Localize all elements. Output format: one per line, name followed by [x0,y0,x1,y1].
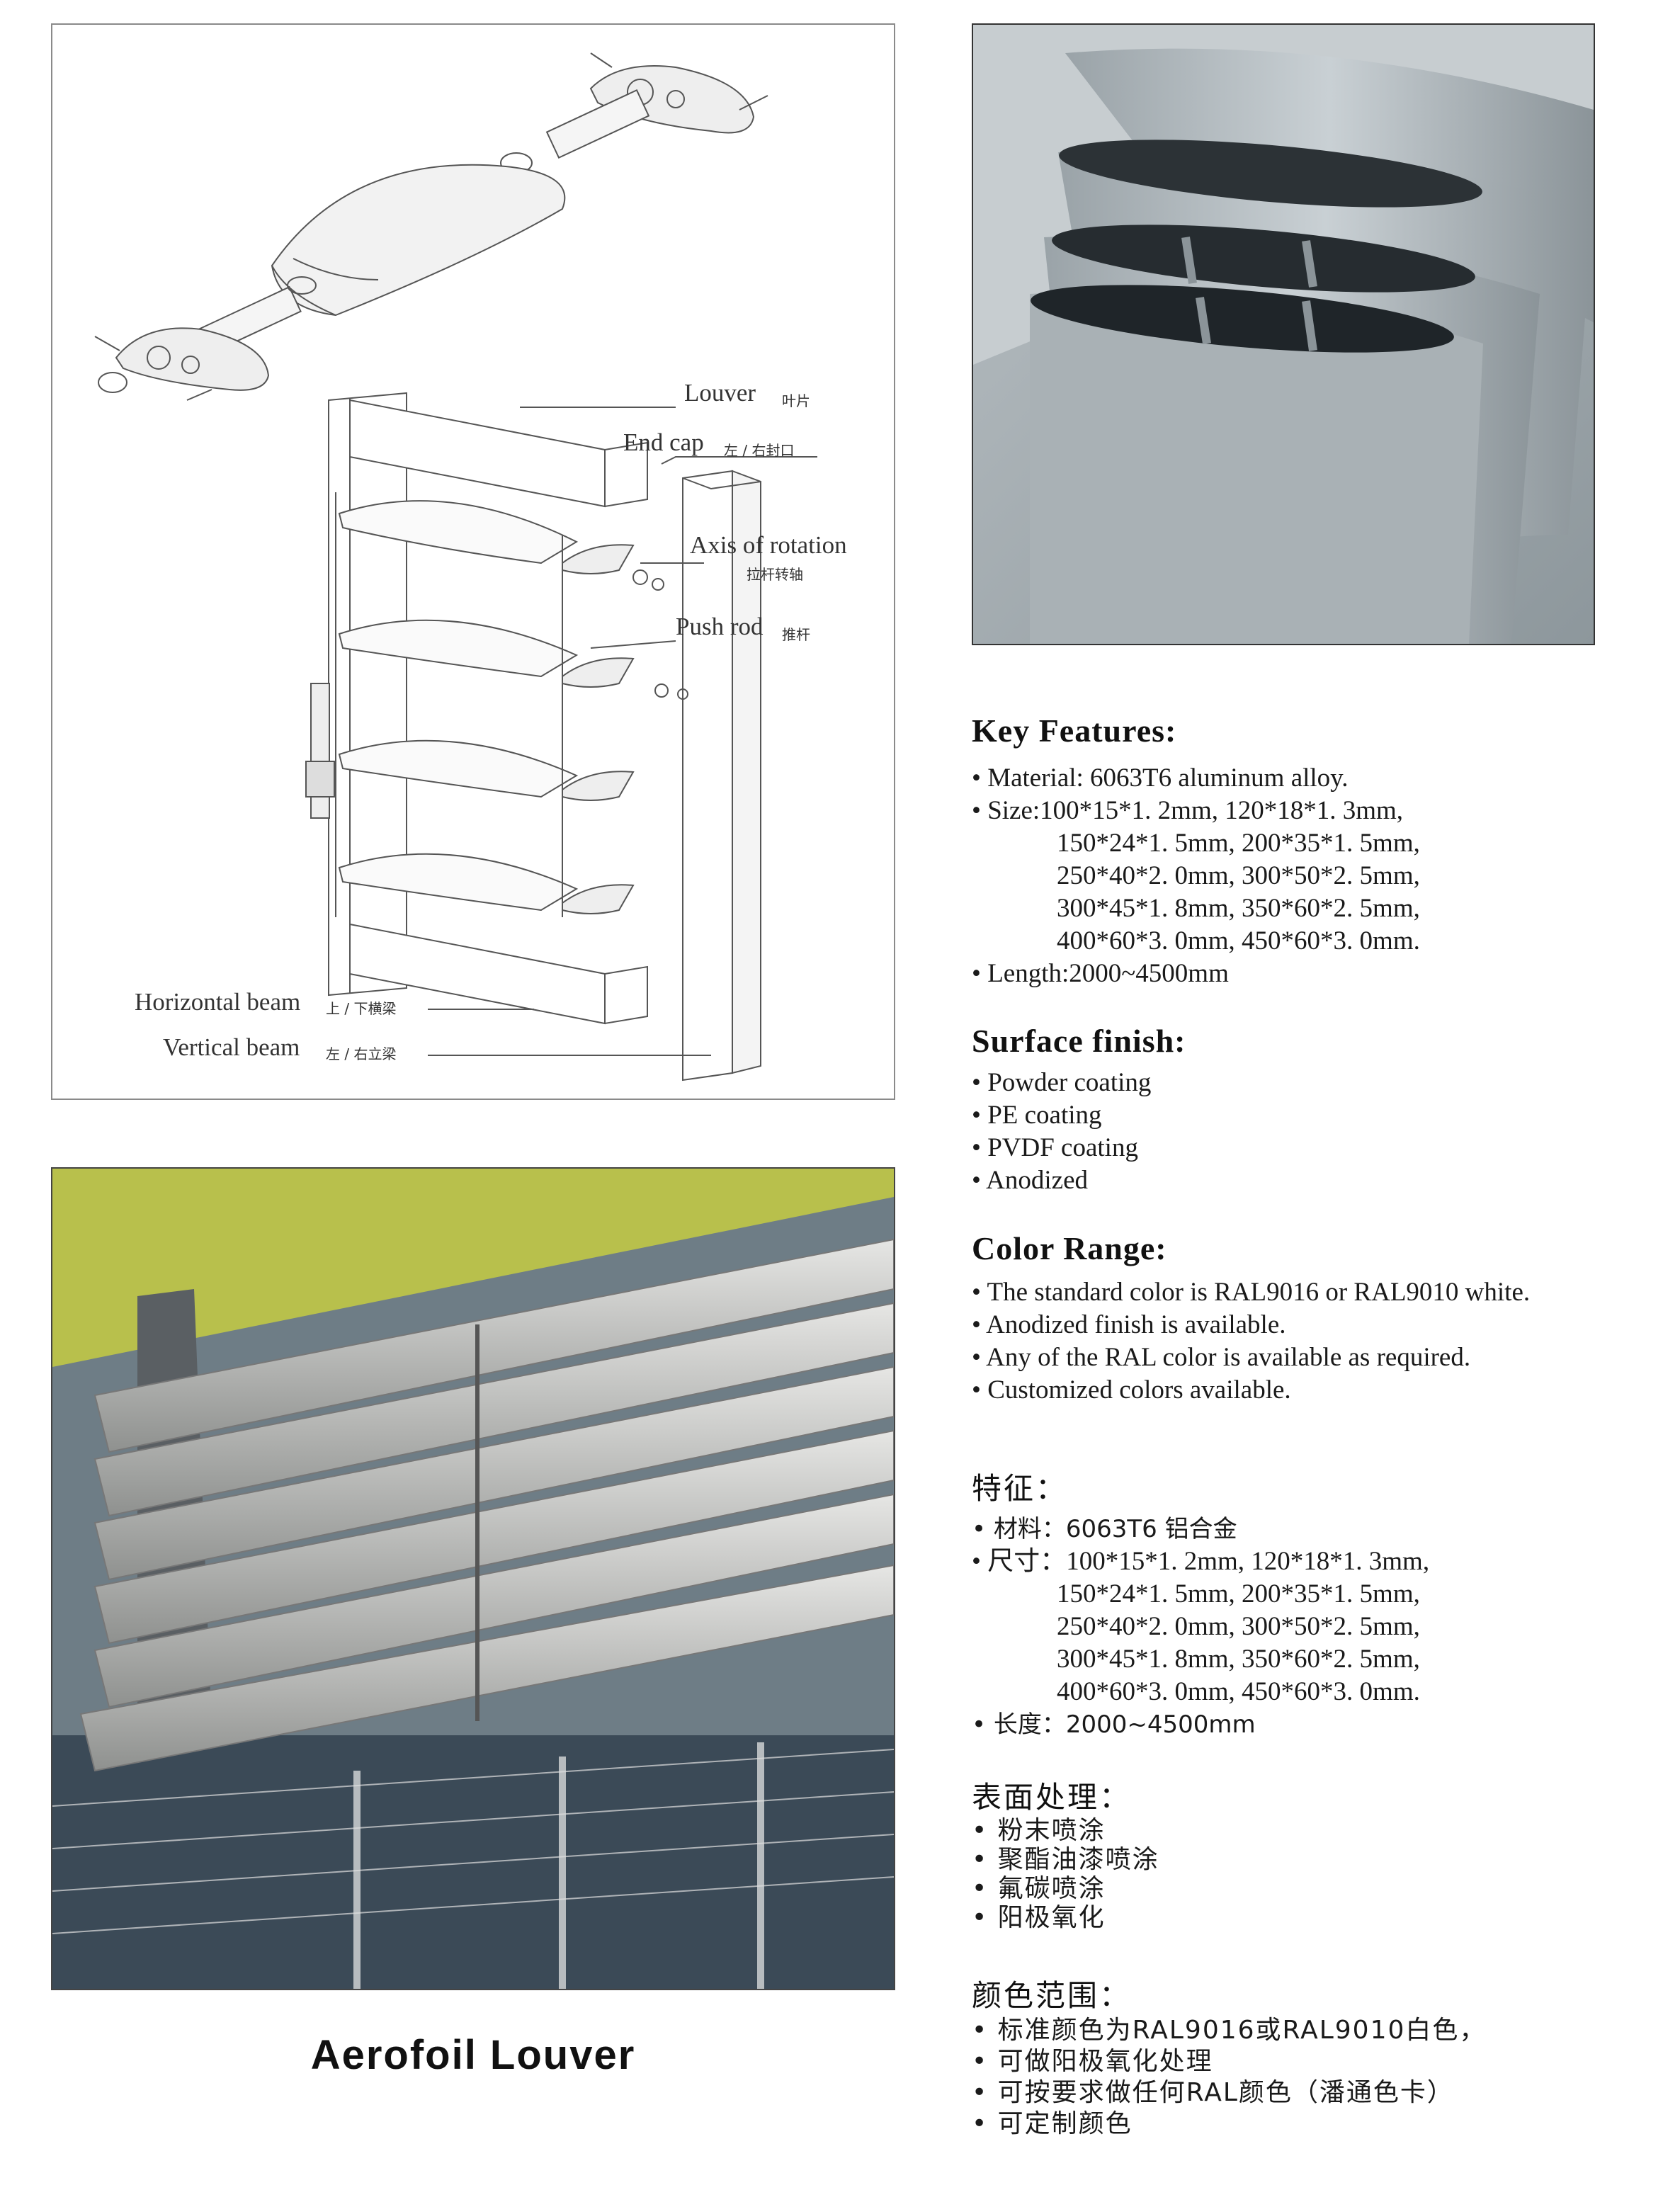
cn-feature-size-line: 250*40*2. 0mm, 300*50*2. 5mm, [1057,1612,1420,1641]
cn-color-item: • 可按要求做任何RAL颜色（潘通色卡） [972,2078,1454,2107]
surface-item: • Powder coating [972,1068,1152,1097]
cn-color-title: 颜色范围： [972,1978,1132,2013]
label-louver: Louver [684,379,756,407]
color-item: • The standard color is RAL9016 or RAL90… [972,1278,1531,1307]
cn-surface-list: • 粉末喷涂 • 聚酯油漆喷涂 • 氟碳喷涂 • 阳极氧化 [972,1816,1159,1932]
cn-feature-size-line: 400*60*3. 0mm, 450*60*3. 0mm. [1057,1677,1420,1706]
louver-facade-photo [51,1167,895,1990]
louver-profile-photo [972,23,1595,645]
cn-feature-size-line: • 尺寸：100*15*1. 2mm, 120*18*1. 3mm, [972,1547,1430,1576]
label-horizontal-beam-cn: 上 / 下横梁 [326,1000,397,1017]
color-item: • Anodized finish is available. [972,1310,1286,1339]
cn-surface-title: 表面处理： [972,1780,1132,1815]
color-range-list: • The standard color is RAL9016 or RAL90… [972,1276,1530,1407]
cn-feature-size-line: 300*45*1. 8mm, 350*60*2. 5mm, [1057,1645,1420,1674]
feature-size-line: • Size:100*15*1. 2mm, 120*18*1. 3mm, [972,796,1404,825]
cn-features-title: 特征： [972,1471,1068,1506]
label-vertical-beam-cn: 左 / 右立梁 [326,1045,397,1062]
label-louver-cn: 叶片 [782,392,810,409]
cn-surface-item: • 氟碳喷涂 [972,1874,1106,1903]
label-axis-of-rotation-cn: 拉杆转轴 [747,566,803,583]
feature-material: • Material: 6063T6 aluminum alloy. [972,764,1349,793]
cn-feature-material: • 材料：6063T6 铝合金 [972,1515,1237,1543]
cn-feature-length: • 长度：2000~4500mm [972,1710,1256,1739]
label-push-rod: Push rod [676,613,764,640]
label-end-cap-cn: 左 / 右封口 [724,442,795,459]
surface-finish-list: • Powder coating • PE coating • PVDF coa… [972,1067,1151,1197]
feature-size-line: 250*40*2. 0mm, 300*50*2. 5mm, [1057,861,1420,890]
label-axis-of-rotation: Axis of rotation [690,531,847,559]
exploded-view-drawing [94,52,817,1082]
surface-item: • PE coating [972,1101,1102,1130]
cn-surface-item: • 阳极氧化 [972,1903,1106,1932]
surface-finish-title: Surface finish: [972,1023,1186,1059]
label-push-rod-cn: 推杆 [782,626,810,643]
color-item: • Any of the RAL color is available as r… [972,1343,1471,1372]
key-features-title: Key Features: [972,713,1177,749]
key-features-list: • Material: 6063T6 aluminum alloy. • Siz… [972,762,1420,990]
color-range-title: Color Range: [972,1230,1167,1266]
cn-surface-item: • 聚酯油漆喷涂 [972,1845,1159,1874]
feature-size-line: 400*60*3. 0mm, 450*60*3. 0mm. [1057,926,1420,955]
feature-length: • Length:2000~4500mm [972,959,1229,988]
cn-features-list: • 材料：6063T6 铝合金 • 尺寸：100*15*1. 2mm, 120*… [972,1513,1429,1741]
louver-assembly-diagram: Louver 叶片 End cap 左 / 右封口 Axis of rotati… [51,23,895,1100]
label-vertical-beam: Vertical beam [163,1033,300,1061]
feature-size-line: 300*45*1. 8mm, 350*60*2. 5mm, [1057,894,1420,923]
label-end-cap: End cap [623,429,704,456]
cn-color-item: • 可做阳极氧化处理 [972,2047,1213,2076]
cn-surface-item: • 粉末喷涂 [972,1816,1106,1845]
label-horizontal-beam: Horizontal beam [135,988,301,1016]
color-item: • Customized colors available. [972,1375,1291,1404]
building-facade-render [52,1169,894,1989]
cn-feature-size-line: 150*24*1. 5mm, 200*35*1. 5mm, [1057,1579,1420,1608]
surface-item: • PVDF coating [972,1133,1138,1162]
aluminum-profile-render [973,25,1594,644]
feature-size-line: 150*24*1. 5mm, 200*35*1. 5mm, [1057,829,1420,858]
product-caption: Aerofoil Louver [310,2032,636,2078]
cn-color-item: • 可定制颜色 [972,2109,1133,2138]
cn-color-list: • 标准颜色为RAL9016或RAL9010白色， • 可做阳极氧化处理 • 可… [972,2016,1486,2140]
cn-color-item: • 标准颜色为RAL9016或RAL9010白色， [972,2016,1487,2045]
surface-item: • Anodized [972,1166,1089,1195]
